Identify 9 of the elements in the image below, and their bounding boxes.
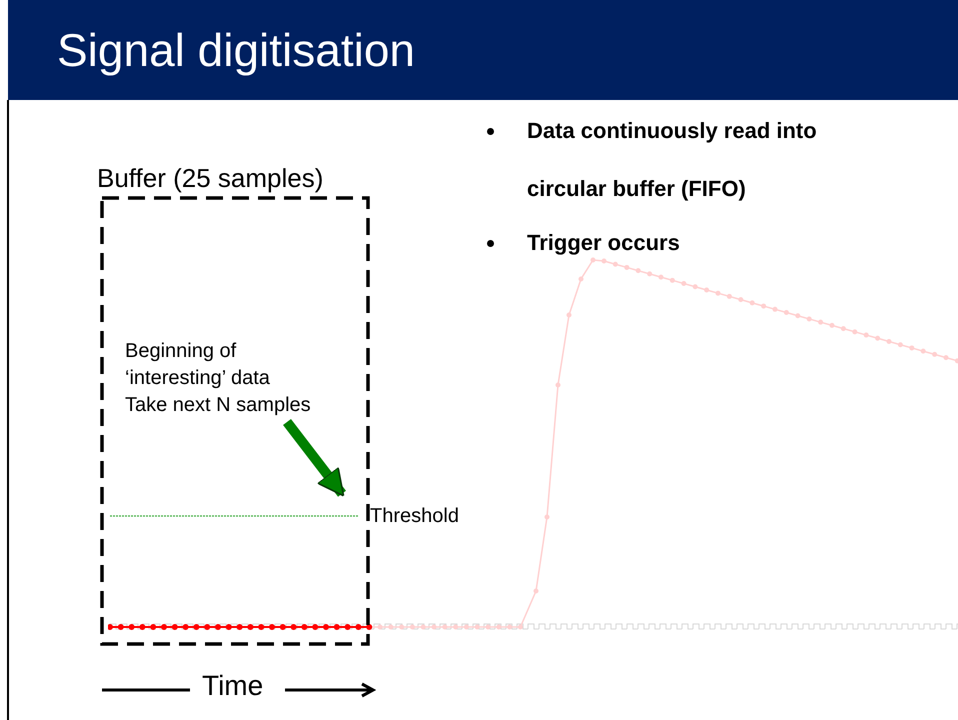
arrow xyxy=(283,418,346,497)
threshold-label: Threshold xyxy=(370,504,459,528)
axis-label: Time xyxy=(202,669,264,703)
buffer-heading: Buffer (25 samples) xyxy=(97,162,324,195)
bullet-text: Trigger occurs xyxy=(527,229,681,257)
title: Signal digitisation xyxy=(57,23,416,78)
annotation-text: Beginning of ‘interesting’ data xyxy=(125,339,271,391)
bullet-text: Data continuously read into circular buffer (FIFO) xyxy=(527,117,818,203)
annotation-text: Take next N samples xyxy=(125,393,312,418)
